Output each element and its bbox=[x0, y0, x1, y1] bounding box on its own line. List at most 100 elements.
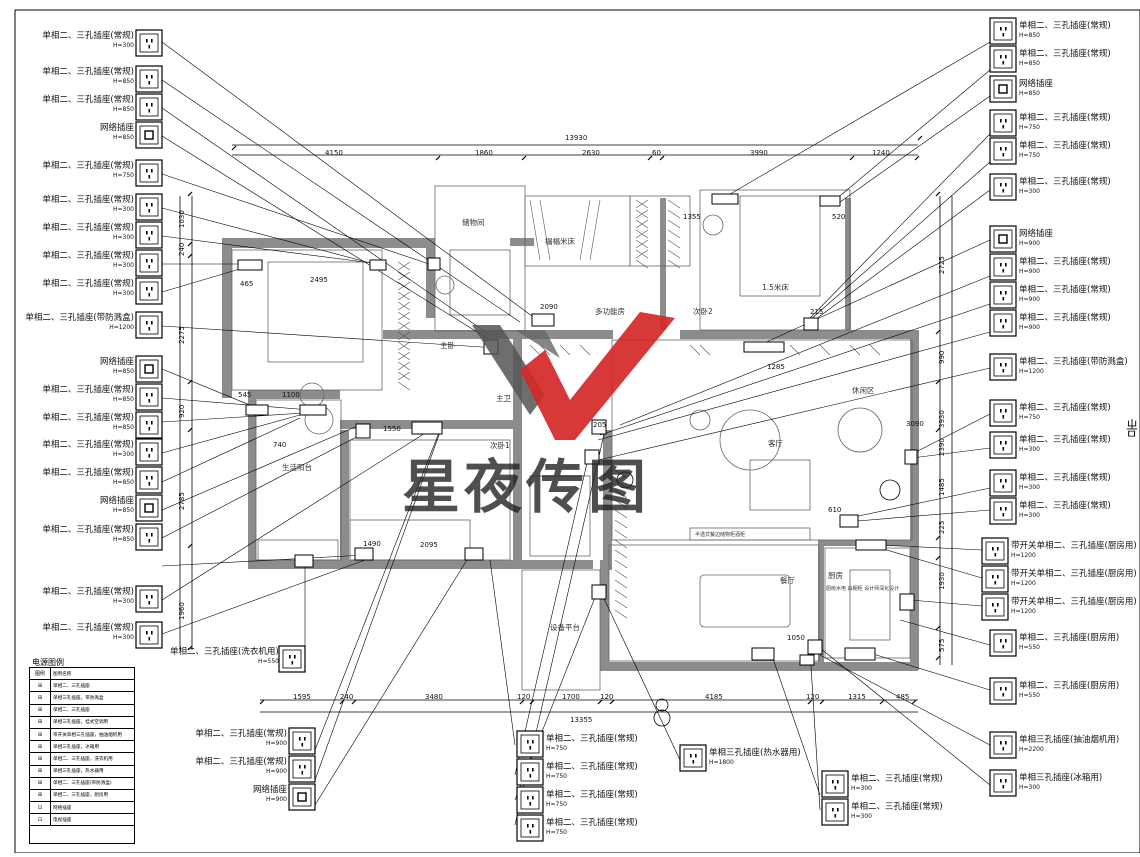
label-right-19: 单相二、三孔插座(厨房用)H=550 bbox=[1019, 682, 1119, 699]
label-right-17: 带开关单相二、三孔插座(厨房用)H=1200 bbox=[1011, 598, 1137, 615]
label-right-1-height: H=850 bbox=[1019, 59, 1040, 67]
socket-right-6 bbox=[989, 225, 1017, 253]
socket-left-12 bbox=[135, 411, 163, 439]
label-bottom-6-height: H=750 bbox=[546, 828, 567, 836]
label-bottom-8-height: H=300 bbox=[851, 784, 872, 792]
label-right-21-height: H=300 bbox=[1019, 783, 1040, 791]
label-left-16: 单相二、三孔插座(常规)H=850 bbox=[42, 526, 134, 543]
dim-left-2: 2275 bbox=[178, 326, 186, 344]
label-bottom-1-height: H=900 bbox=[266, 767, 287, 775]
socket-bottom-7 bbox=[679, 744, 707, 772]
dim-inner-9: 520 bbox=[832, 213, 846, 221]
socket-right-20 bbox=[989, 731, 1017, 759]
label-left-14-height: H=850 bbox=[113, 478, 134, 486]
socket-left-16 bbox=[135, 523, 163, 551]
label-right-12-text: 单相二、三孔插座(常规) bbox=[1019, 435, 1111, 445]
label-washer-text: 单相二、三孔插座(洗衣机用) bbox=[170, 647, 279, 657]
legend-title: 电源图例 bbox=[32, 658, 64, 667]
socket-right-10 bbox=[989, 353, 1017, 381]
socket-left-0 bbox=[135, 29, 163, 57]
socket-left-1 bbox=[135, 65, 163, 93]
label-right-6-height: H=900 bbox=[1019, 239, 1040, 247]
dim-bottom-6: 4185 bbox=[705, 693, 723, 701]
legend-row: ⊡网络插座 bbox=[30, 802, 134, 815]
label-right-10-height: H=1200 bbox=[1019, 367, 1044, 375]
dim-inner-10: 215 bbox=[810, 308, 824, 316]
socket-left-5 bbox=[135, 193, 163, 221]
dimension-lines bbox=[179, 135, 953, 713]
socket-right-15 bbox=[981, 537, 1009, 565]
label-bottom-1-text: 单相二、三孔插座(常规) bbox=[195, 757, 287, 767]
label-left-15-height: H=850 bbox=[113, 506, 134, 514]
dim-inner-2: 545 bbox=[238, 391, 252, 399]
dim-right-3: 2390 bbox=[938, 438, 946, 456]
label-right-6-text: 网络插座 bbox=[1019, 229, 1054, 239]
label-left-11: 单相二、三孔插座(常规)H=850 bbox=[42, 386, 134, 403]
dim-bottom-2: 3480 bbox=[425, 693, 443, 701]
label-right-20-height: H=2200 bbox=[1019, 745, 1044, 753]
socket-right-12 bbox=[989, 431, 1017, 459]
label-right-18: 单相二、三孔插座(厨房用)H=550 bbox=[1019, 634, 1119, 651]
socket-right-2 bbox=[989, 75, 1017, 103]
label-left-12-height: H=850 bbox=[113, 423, 134, 431]
dim-bottom-1: 240 bbox=[340, 693, 354, 701]
label-left-18-height: H=300 bbox=[113, 633, 134, 641]
label-left-13-text: 单相二、三孔插座(常规) bbox=[42, 440, 134, 450]
label-left-0-text: 单相二、三孔插座(常规) bbox=[42, 31, 134, 41]
edge-glyph-2: ㅁ bbox=[1126, 427, 1138, 441]
room-wc: 主卫 bbox=[496, 394, 511, 403]
label-left-9-text: 单相二、三孔插座(带防溅盒) bbox=[25, 313, 134, 323]
edge-glyph-1: ㄓ bbox=[1126, 418, 1139, 432]
dim-inner-4: 740 bbox=[273, 441, 287, 449]
label-right-1: 单相二、三孔插座(常规)H=850 bbox=[1019, 50, 1111, 67]
label-right-1-text: 单相二、三孔插座(常规) bbox=[1019, 49, 1111, 59]
legend-row: ⊞单相三孔插座，挂式空调用 bbox=[30, 716, 134, 729]
label-bottom-4-text: 单相二、三孔插座(常规) bbox=[546, 762, 638, 772]
label-right-20: 单相三孔插座(抽油烟机用)H=2200 bbox=[1019, 736, 1119, 753]
dim-inner-1: 465 bbox=[240, 280, 254, 288]
label-left-13-height: H=300 bbox=[113, 450, 134, 458]
label-right-7: 单相二、三孔插座(常规)H=900 bbox=[1019, 258, 1111, 275]
label-left-7-height: H=300 bbox=[113, 261, 134, 269]
label-right-15-height: H=1200 bbox=[1011, 551, 1036, 559]
socket-bottom-9 bbox=[821, 798, 849, 826]
legend-row: ⊞单相三孔插座，热水器用 bbox=[30, 765, 134, 778]
socket-right-11 bbox=[989, 399, 1017, 427]
legend-row: ⊞单相二、三孔插座，洗衣机用 bbox=[30, 753, 134, 766]
label-left-11-text: 单相二、三孔插座(常规) bbox=[42, 385, 134, 395]
legend-row: ⊞单相二、三孔插座 bbox=[30, 680, 134, 693]
legend-row-name: 带开关单相三孔插座，抽油烟机用 bbox=[53, 732, 122, 738]
label-bottom-0-height: H=900 bbox=[266, 739, 287, 747]
socket-left-14 bbox=[135, 466, 163, 494]
label-left-8-height: H=300 bbox=[113, 289, 134, 297]
watermark-text: 星夜传图 bbox=[402, 453, 651, 521]
dim-bottom-8: 1315 bbox=[848, 693, 866, 701]
socket-bottom-5 bbox=[516, 786, 544, 814]
socket-bottom-0 bbox=[288, 727, 316, 755]
label-right-2-height: H=850 bbox=[1019, 89, 1040, 97]
dim-bottom-4: 1700 bbox=[562, 693, 580, 701]
dim-inner-11: 1285 bbox=[767, 363, 785, 371]
dim-right-4: 1485 bbox=[938, 478, 946, 496]
dim-bottom-5: 120 bbox=[600, 693, 614, 701]
label-right-12: 单相二、三孔插座(常规)H=300 bbox=[1019, 436, 1111, 453]
label-right-8-text: 单相二、三孔插座(常规) bbox=[1019, 285, 1111, 295]
dim-left-4: 2785 bbox=[178, 492, 186, 510]
legend-row-name: 单相三孔插座，冰箱用 bbox=[53, 744, 99, 750]
label-right-7-text: 单相二、三孔插座(常规) bbox=[1019, 257, 1111, 267]
label-left-5: 单相二、三孔插座(常规)H=300 bbox=[42, 196, 134, 213]
socket-washer bbox=[278, 645, 306, 673]
room-kitchen-note: 厨房水电 由橱柜 设计师深化设计 bbox=[826, 586, 900, 592]
legend-row: ⊞单相二、三孔插座 bbox=[30, 704, 134, 717]
label-bottom-5: 单相二、三孔插座(常规)H=750 bbox=[546, 791, 638, 808]
socket-left-11 bbox=[135, 383, 163, 411]
label-left-13: 单相二、三孔插座(常规)H=300 bbox=[42, 441, 134, 458]
label-right-3-height: H=750 bbox=[1019, 123, 1040, 131]
label-left-16-height: H=850 bbox=[113, 535, 134, 543]
label-right-2-text: 网络插座 bbox=[1019, 79, 1054, 89]
label-left-1-height: H=850 bbox=[113, 77, 134, 85]
socket-left-13 bbox=[135, 438, 163, 466]
